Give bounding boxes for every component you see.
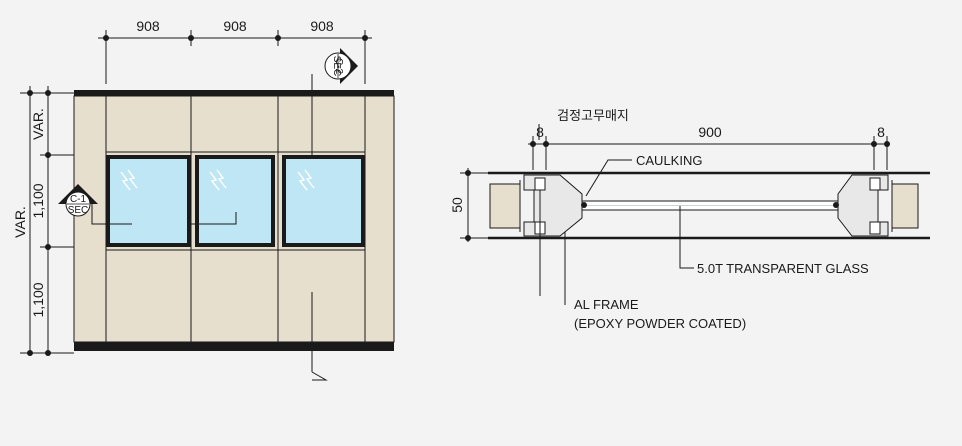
left-dimension bbox=[20, 86, 74, 356]
section-marker-c1: C-1 SEC bbox=[58, 184, 98, 217]
marker-c2-id: C-2 bbox=[333, 58, 344, 75]
glass-label: 5.0T TRANSPARENT GLASS bbox=[697, 261, 869, 276]
dim-var-outer: VAR. bbox=[12, 206, 28, 238]
panel-right bbox=[891, 183, 919, 229]
dim-908-2: 908 bbox=[223, 18, 247, 34]
dim-1100-lower: 1,100 bbox=[30, 282, 46, 317]
glass-pane bbox=[581, 200, 839, 211]
section-detail: 검정고무매지 8 900 8 50 bbox=[449, 108, 930, 331]
top-rail bbox=[74, 90, 394, 96]
glass-panes bbox=[106, 155, 365, 247]
frame-right bbox=[837, 174, 889, 237]
frame-label-1: AL FRAME bbox=[574, 297, 639, 312]
section-marker-c2: C-2 SEC bbox=[324, 48, 358, 84]
dim-8-left: 8 bbox=[536, 124, 544, 140]
elevation-view: 908 908 908 VAR. VAR. 1,100 1,100 bbox=[12, 18, 395, 381]
panel-left bbox=[489, 183, 521, 229]
base-rail bbox=[74, 342, 394, 351]
marker-c2-sec: SEC bbox=[331, 56, 342, 77]
caulking-label: CAULKING bbox=[636, 153, 702, 168]
frame-label-2: (EPOXY POWDER COATED) bbox=[574, 316, 746, 331]
dim-var-inner: VAR. bbox=[30, 108, 46, 140]
dim-1100-upper: 1,100 bbox=[30, 183, 46, 218]
marker-c1-sec: SEC bbox=[68, 205, 89, 216]
dim-900: 900 bbox=[698, 124, 722, 140]
dim-908-3: 908 bbox=[310, 18, 334, 34]
dim-908-1: 908 bbox=[136, 18, 160, 34]
dim-8-right: 8 bbox=[877, 124, 885, 140]
frame-left bbox=[523, 174, 583, 237]
dim-50: 50 bbox=[449, 197, 465, 213]
marker-c1-id: C-1 bbox=[70, 194, 87, 205]
gasket-label: 검정고무매지 bbox=[557, 108, 629, 123]
